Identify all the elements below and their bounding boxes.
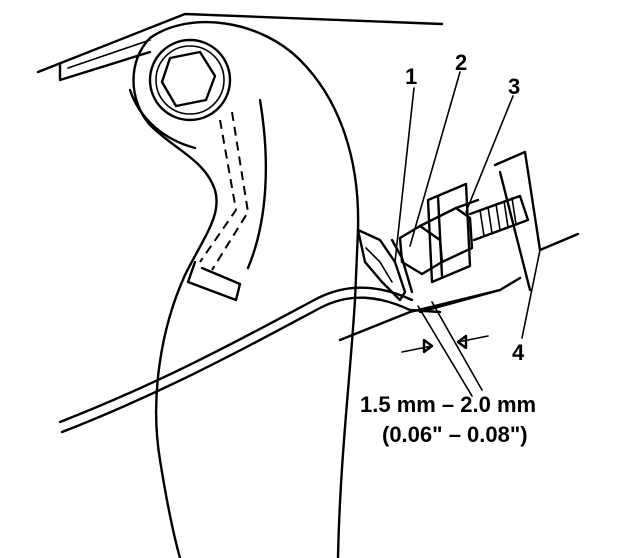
callout-3: 3 xyxy=(508,74,520,99)
hinge-arm xyxy=(128,20,360,558)
pivot-bolt xyxy=(148,38,232,122)
callout-2: 2 xyxy=(455,50,467,75)
callout-4: 4 xyxy=(512,340,525,365)
leader-lines xyxy=(394,71,541,339)
dimension-mm-label: 1.5 mm – 2.0 mm xyxy=(360,392,536,417)
dashed-link xyxy=(186,111,250,302)
bracket-plate xyxy=(338,150,580,342)
dimension-in-label: (0.06" – 0.08") xyxy=(382,422,528,447)
top-panel xyxy=(36,12,444,82)
callout-1: 1 xyxy=(405,64,417,89)
threaded-stud xyxy=(468,194,530,242)
cable xyxy=(58,286,442,434)
gap-dimension xyxy=(401,301,489,397)
